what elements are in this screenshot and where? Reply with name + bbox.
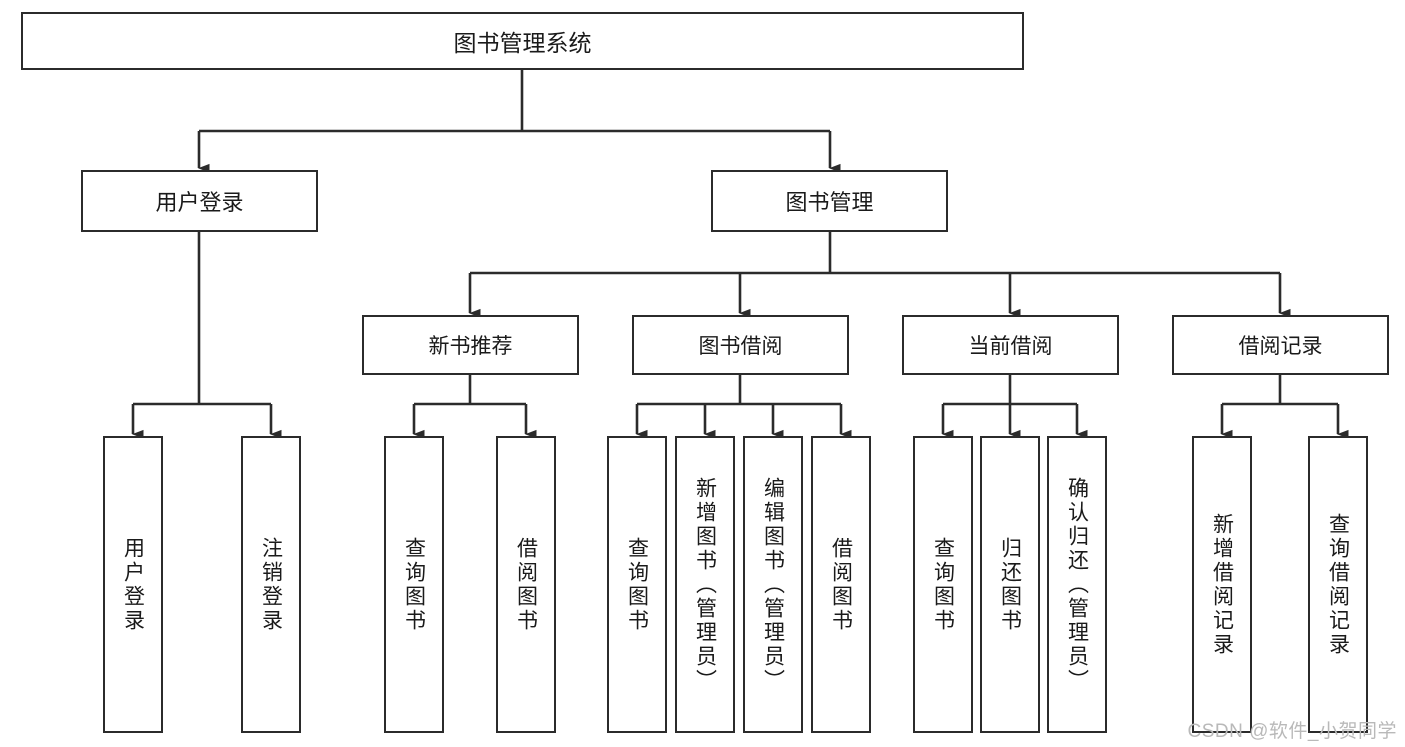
node-leaf-borrow-book-2-label: 借阅图书 [829, 536, 853, 633]
node-leaf-return-book[interactable]: 归还图书 [980, 436, 1040, 733]
node-leaf-edit-book[interactable]: 编辑图书（管理员） [743, 436, 803, 733]
node-book-manage-label: 图书管理 [785, 190, 874, 215]
node-leaf-logout-label: 注销登录 [259, 536, 283, 633]
node-root-label: 图书管理系统 [453, 30, 592, 56]
node-book-manage[interactable]: 图书管理 [711, 170, 948, 232]
node-leaf-add-record-label: 新增借阅记录 [1210, 512, 1234, 657]
node-current-borrow-label: 当前借阅 [968, 335, 1053, 358]
node-borrow-record-label: 借阅记录 [1238, 335, 1323, 358]
node-leaf-confirm-return-label: 确认归还（管理员） [1065, 476, 1089, 693]
node-leaf-borrow-book-1[interactable]: 借阅图书 [496, 436, 556, 733]
node-leaf-user-login[interactable]: 用户登录 [103, 436, 163, 733]
node-leaf-query-book-3[interactable]: 查询图书 [913, 436, 973, 733]
node-leaf-add-record[interactable]: 新增借阅记录 [1192, 436, 1252, 733]
node-leaf-query-book-2-label: 查询图书 [625, 536, 649, 633]
node-new-book-rec[interactable]: 新书推荐 [362, 315, 579, 375]
node-leaf-borrow-book-2[interactable]: 借阅图书 [811, 436, 871, 733]
node-leaf-query-record-label: 查询借阅记录 [1326, 512, 1350, 657]
node-book-borrow-label: 图书借阅 [698, 335, 783, 358]
node-leaf-query-book-3-label: 查询图书 [931, 536, 955, 633]
node-leaf-query-record[interactable]: 查询借阅记录 [1308, 436, 1368, 733]
node-user-login-label: 用户登录 [155, 190, 244, 215]
node-leaf-confirm-return[interactable]: 确认归还（管理员） [1047, 436, 1107, 733]
node-current-borrow[interactable]: 当前借阅 [902, 315, 1119, 375]
node-borrow-record[interactable]: 借阅记录 [1172, 315, 1389, 375]
node-leaf-add-book[interactable]: 新增图书（管理员） [675, 436, 735, 733]
node-leaf-query-book-1-label: 查询图书 [402, 536, 426, 633]
node-leaf-query-book-2[interactable]: 查询图书 [607, 436, 667, 733]
watermark: CSDN @软件_小贺同学 [1187, 721, 1397, 742]
node-leaf-return-book-label: 归还图书 [998, 536, 1022, 633]
node-leaf-query-book-1[interactable]: 查询图书 [384, 436, 444, 733]
node-leaf-logout[interactable]: 注销登录 [241, 436, 301, 733]
node-user-login[interactable]: 用户登录 [81, 170, 318, 232]
node-root[interactable]: 图书管理系统 [21, 12, 1024, 70]
node-book-borrow[interactable]: 图书借阅 [632, 315, 849, 375]
node-new-book-rec-label: 新书推荐 [428, 335, 513, 358]
node-leaf-add-book-label: 新增图书（管理员） [693, 476, 717, 693]
node-leaf-edit-book-label: 编辑图书（管理员） [761, 476, 785, 693]
node-leaf-user-login-label: 用户登录 [121, 536, 145, 633]
node-leaf-borrow-book-1-label: 借阅图书 [514, 536, 538, 633]
